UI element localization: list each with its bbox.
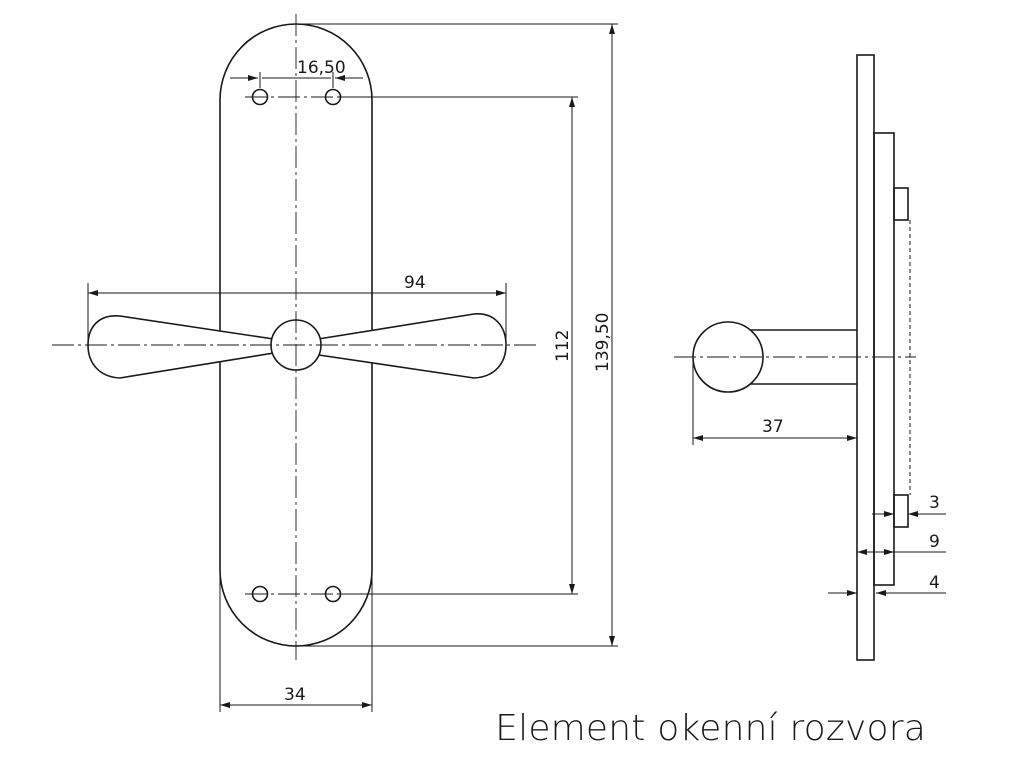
plate-width-label: 34 bbox=[284, 685, 306, 705]
dimension-plate-width: 34 bbox=[219, 575, 373, 712]
lever-left-blade bbox=[87, 315, 281, 379]
dimension-lever-length: 94 bbox=[87, 273, 507, 340]
dim-9-label: 9 bbox=[929, 532, 940, 552]
lever-right-blade bbox=[311, 313, 507, 379]
hole-spacing-label: 16,50 bbox=[297, 58, 346, 78]
dimension-screw-distance: 112 bbox=[340, 96, 578, 595]
dimension-3: 3 bbox=[872, 493, 946, 517]
side-insert bbox=[873, 132, 895, 586]
dimension-projection: 37 bbox=[692, 362, 858, 445]
side-tab-top bbox=[893, 187, 909, 221]
dim-3-label: 3 bbox=[929, 493, 940, 513]
front-view: 16,50 94 112 139,50 34 bbox=[52, 14, 618, 712]
dimension-plate-length: 139,50 bbox=[296, 23, 618, 647]
plate-length-label: 139,50 bbox=[593, 313, 613, 372]
side-plate bbox=[856, 54, 875, 661]
dimension-4: 4 bbox=[828, 573, 946, 596]
side-tab-bottom bbox=[893, 494, 909, 528]
projection-label: 37 bbox=[762, 417, 784, 437]
dim-4-label: 4 bbox=[929, 573, 940, 593]
back-plate bbox=[219, 23, 373, 647]
side-view: 37 3 9 4 bbox=[674, 54, 946, 661]
dimension-hole-spacing: 16,50 bbox=[230, 58, 363, 88]
lever-length-label: 94 bbox=[404, 273, 426, 293]
screw-distance-label: 112 bbox=[553, 330, 573, 362]
dimension-9: 9 bbox=[857, 532, 946, 555]
drawing-title: Element okenní rozvora bbox=[495, 708, 926, 749]
